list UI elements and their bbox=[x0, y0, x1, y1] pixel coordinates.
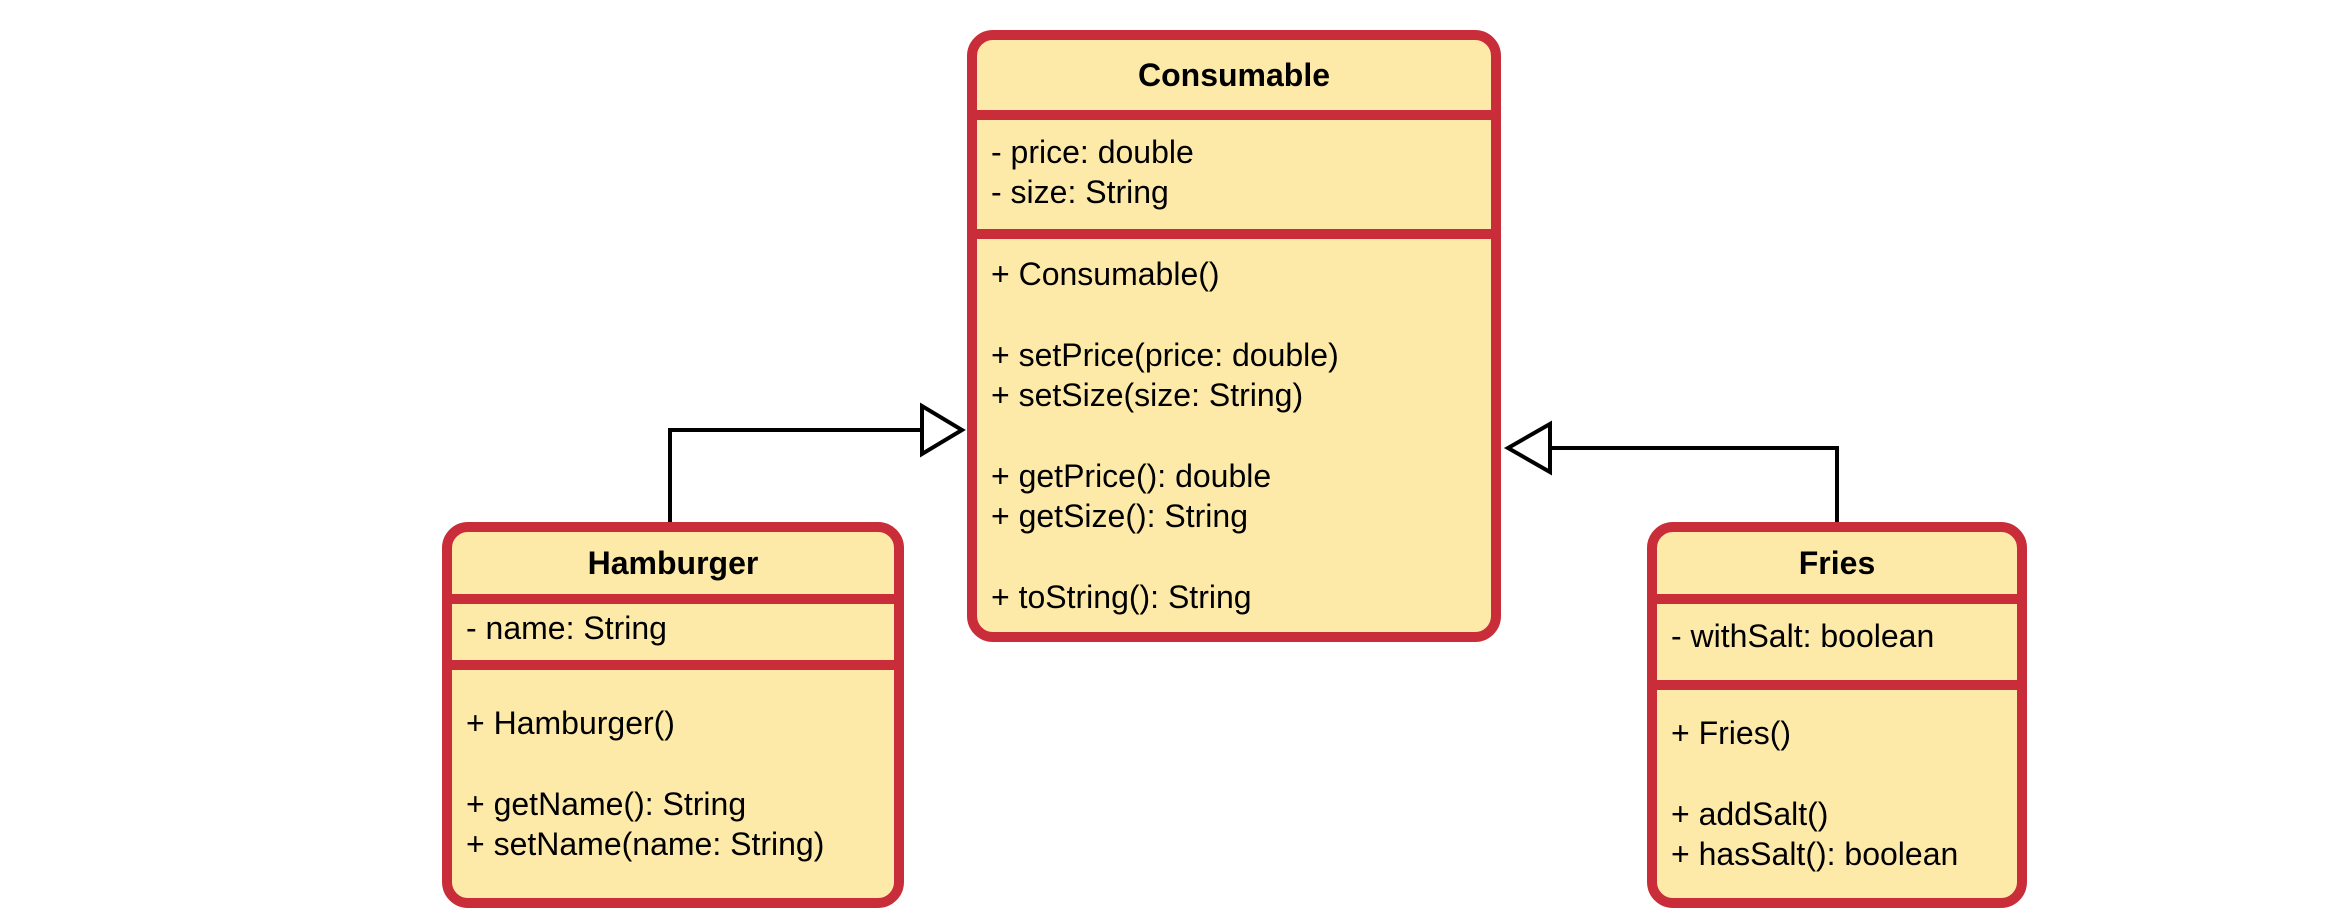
generalization-fries-to-consumable bbox=[1503, 420, 1839, 522]
method: + Fries() bbox=[1671, 715, 1791, 751]
method: + setSize(size: String) bbox=[991, 377, 1304, 413]
attribute: - size: String bbox=[991, 174, 1169, 210]
method: + Hamburger() bbox=[466, 705, 675, 741]
class-hamburger[interactable]: Hamburger - name: String + Hamburger() +… bbox=[442, 522, 904, 908]
method: + addSalt() bbox=[1671, 796, 1829, 832]
method: + setName(name: String) bbox=[466, 826, 825, 862]
class-fries-attributes: - withSalt: boolean bbox=[1657, 604, 2017, 690]
method: + getName(): String bbox=[466, 786, 747, 822]
class-hamburger-attributes: - name: String bbox=[452, 604, 894, 670]
method: + getPrice(): double bbox=[991, 458, 1272, 494]
method: + Consumable() bbox=[991, 256, 1220, 292]
method: + getSize(): String bbox=[991, 498, 1248, 534]
connector-line-hamburger bbox=[668, 428, 922, 522]
class-fries[interactable]: Fries - withSalt: boolean + Fries() + ad… bbox=[1647, 522, 2027, 908]
class-hamburger-methods: + Hamburger() + getName(): String + setN… bbox=[452, 670, 894, 864]
method: + hasSalt(): boolean bbox=[1671, 836, 1959, 872]
attribute: - withSalt: boolean bbox=[1671, 618, 1935, 654]
class-consumable[interactable]: Consumable - price: double - size: Strin… bbox=[967, 30, 1501, 642]
method: + setPrice(price: double) bbox=[991, 337, 1339, 373]
class-fries-methods: + Fries() + addSalt() + hasSalt(): boole… bbox=[1657, 690, 2017, 874]
class-fries-title: Fries bbox=[1657, 532, 2017, 604]
class-consumable-title: Consumable bbox=[977, 40, 1491, 120]
inheritance-arrowhead-hamburger bbox=[920, 402, 966, 458]
attribute: - price: double bbox=[991, 134, 1194, 170]
class-consumable-methods: + Consumable() + setPrice(price: double)… bbox=[977, 239, 1491, 617]
connector-line-fries bbox=[1550, 446, 1839, 522]
generalization-hamburger-to-consumable bbox=[668, 402, 966, 522]
class-consumable-attributes: - price: double - size: String bbox=[977, 120, 1491, 239]
method: + toString(): String bbox=[991, 579, 1252, 615]
class-hamburger-title: Hamburger bbox=[452, 532, 894, 604]
inheritance-arrowhead-fries bbox=[1503, 420, 1552, 476]
attribute: - name: String bbox=[466, 610, 667, 646]
